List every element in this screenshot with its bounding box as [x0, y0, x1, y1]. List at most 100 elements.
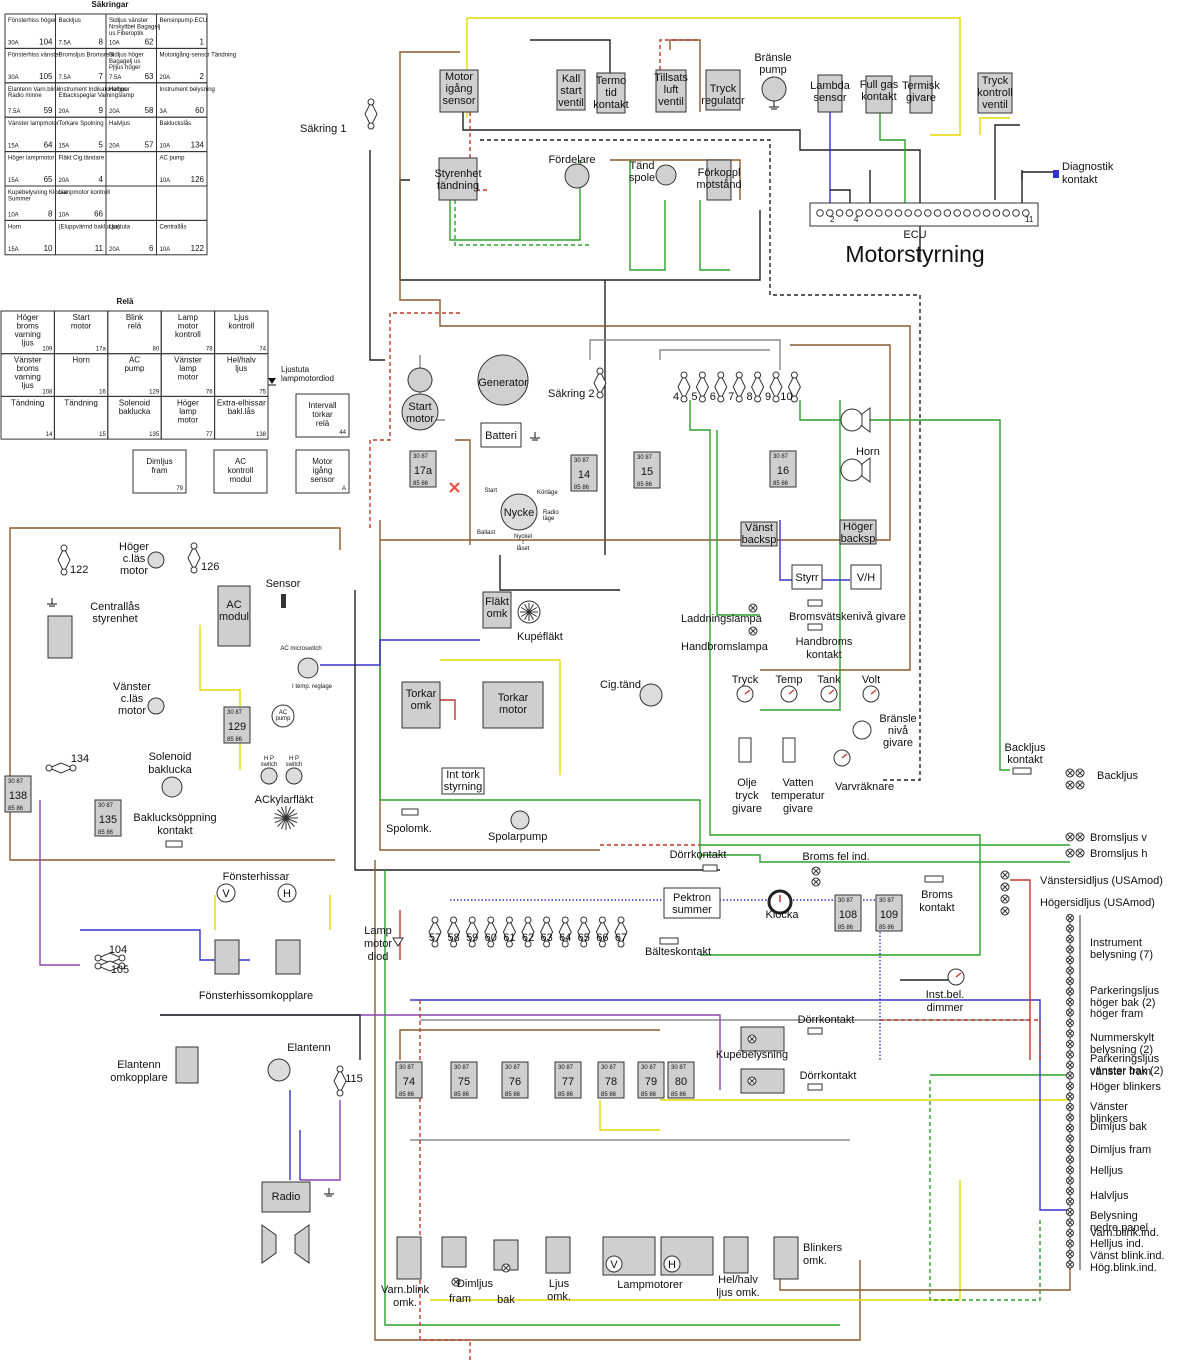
lamp-cross [1067, 1156, 1073, 1163]
relay-75-num: 75 [458, 1076, 470, 1088]
ecu-pin [973, 209, 981, 217]
fuse-cell-name: Fönsterhiss vänster [8, 52, 60, 58]
lamp-label: Helljus ind. [1090, 1238, 1144, 1250]
elantenn-label: Elantenn [287, 1042, 330, 1054]
fh-omk-h [275, 939, 301, 975]
relay-108-body [834, 894, 862, 932]
lamp-icon [1066, 1040, 1074, 1048]
fuse-cell-num: 4 [99, 175, 104, 184]
diag-connector [1053, 170, 1059, 178]
fuse-cell-name: Bakluckslås [160, 120, 192, 127]
lamp-label: Vänstersidljus (USAmod) [1040, 875, 1163, 887]
fuse-row-62 [521, 916, 535, 948]
fuse-122-icon [57, 544, 71, 576]
handbromslampa-icon [748, 626, 758, 636]
fuse-row-label: 67 [615, 932, 627, 944]
fonsterhissar-label: Fönsterhissar [223, 871, 290, 883]
gauge-needle [955, 972, 962, 978]
fuse-top-7-shape [732, 373, 746, 401]
horn-label: Horn [856, 446, 880, 458]
fuse-top-10-end [790, 371, 798, 379]
lamp-label: Helljus [1090, 1165, 1124, 1177]
fuse-cell-amp: 7.5A [59, 40, 71, 46]
fuse-cell-amp: 7.5A [8, 109, 20, 115]
relay-cell-num: 75 [259, 389, 266, 395]
fuse-row-63 [540, 916, 554, 948]
fh-omk-label: Fönsterhissomkopplare [199, 990, 313, 1002]
relay-78-pins-top: 30 87 [601, 1065, 617, 1071]
fan-blade [528, 607, 538, 613]
ecu-title: Motorstyrning [845, 241, 984, 267]
relay-129-pins-top: 30 87 [227, 710, 243, 716]
fuse-top-7-end [735, 395, 743, 403]
fuse-row-60 [484, 916, 498, 948]
lamp-cross [1067, 1041, 1073, 1047]
fuse-cell [156, 185, 208, 221]
relay-80-pins-top: 30 87 [671, 1065, 687, 1071]
sidljus-lamp-icon [1000, 894, 1010, 904]
fuse-cell-border [156, 185, 208, 221]
fuse-134-icon-end [69, 764, 77, 772]
helhalv-omk-body [723, 1236, 749, 1274]
relay-135-pins-bottom: 85 86 [98, 830, 114, 836]
sidljus-lamp-icon [1000, 870, 1010, 880]
centrallas-styrenhet [47, 615, 73, 659]
fuse-row-58 [447, 916, 461, 948]
lamp-icon [1066, 1260, 1074, 1269]
fuse-top-9-end [772, 371, 780, 379]
switch-body [1012, 767, 1032, 775]
relay-109-pins-top: 30 87 [879, 898, 895, 904]
lamp-label: Bromsljus h [1090, 848, 1147, 860]
lampmotor-v-label: V [610, 1259, 618, 1271]
ac-microswitch-label2: I temp. reglage [292, 684, 333, 690]
fuse-cell-amp: 15A [8, 144, 19, 150]
fan-blade [528, 611, 538, 617]
relay-80-body [667, 1061, 695, 1099]
relay-76-pins-top: 30 87 [505, 1065, 521, 1071]
dorr1-switch-icon [807, 1027, 823, 1035]
lamp-cross [1067, 1209, 1073, 1215]
varvraknare-icon [833, 749, 851, 767]
fuse-row-label: 58 [447, 932, 459, 944]
bromsvats-label: Bromsvätskenivå givare [789, 611, 906, 623]
lamp-icon [1066, 935, 1074, 943]
lamp-cross [1067, 1030, 1073, 1037]
remove-mark-stroke [449, 482, 460, 493]
diod-triangle [392, 937, 404, 947]
fuse-top-4-end [680, 395, 688, 403]
relay-17a-num: 17a [414, 465, 433, 477]
relay-80-num: 80 [675, 1076, 687, 1088]
lamp-cross [1001, 895, 1009, 903]
fuse-122-label: 122 [70, 564, 88, 576]
gauge-needle [841, 753, 848, 759]
fuse-cell-num: 11 [95, 244, 104, 253]
fuse-row-57-end [431, 916, 439, 924]
styrr-label: Styrr [795, 572, 819, 584]
lamp-cross [1001, 883, 1009, 891]
sakring-1-icon-end [367, 98, 375, 106]
fuse-top-6-end [717, 395, 725, 403]
relay-78-num: 78 [605, 1076, 617, 1088]
fan-blade [520, 607, 530, 613]
fuse-cell-border [156, 219, 208, 256]
fuse-cell-num: 59 [44, 106, 53, 115]
lamp-cross [1067, 936, 1073, 942]
fan-blade [280, 817, 287, 830]
fuse-cell-name: Fönsterhiss höger [8, 18, 56, 24]
